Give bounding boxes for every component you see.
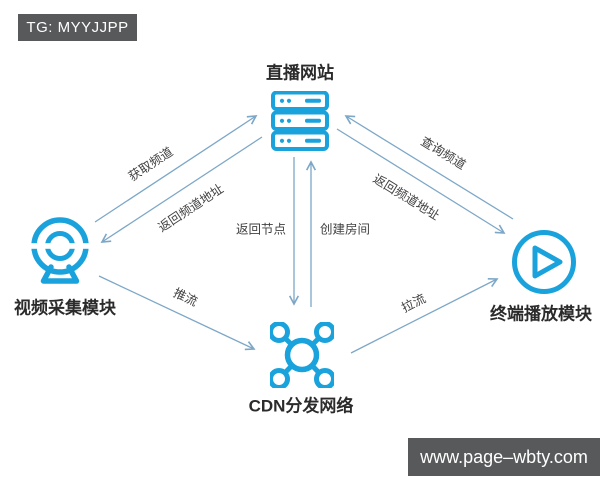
edge-pull-stream — [350, 277, 499, 354]
node-label-live-site: 直播网站 — [266, 63, 334, 83]
edge-label-return-node: 返回节点 — [235, 222, 287, 237]
node-label-video-capture: 视频采集模块 — [14, 298, 116, 318]
watermark-telegram: TG: MYYJJPP — [18, 14, 137, 41]
edge-query-channel — [344, 115, 514, 220]
server-icon — [271, 91, 329, 151]
webcam-icon — [27, 217, 93, 284]
node-label-cdn-network: CDN分发网络 — [248, 396, 354, 416]
edge-label-create-room: 创建房间 — [319, 222, 371, 237]
edge-get-channel — [94, 115, 258, 223]
edge-return-channel-address-right — [336, 128, 506, 234]
watermark-website: www.page–wbty.com — [408, 438, 600, 476]
play-icon — [512, 230, 576, 294]
node-label-terminal-player: 终端播放模块 — [490, 304, 592, 324]
edge-return-channel-address-left — [100, 136, 263, 243]
edge-push-stream — [98, 275, 256, 351]
network-hub-icon — [270, 322, 334, 388]
